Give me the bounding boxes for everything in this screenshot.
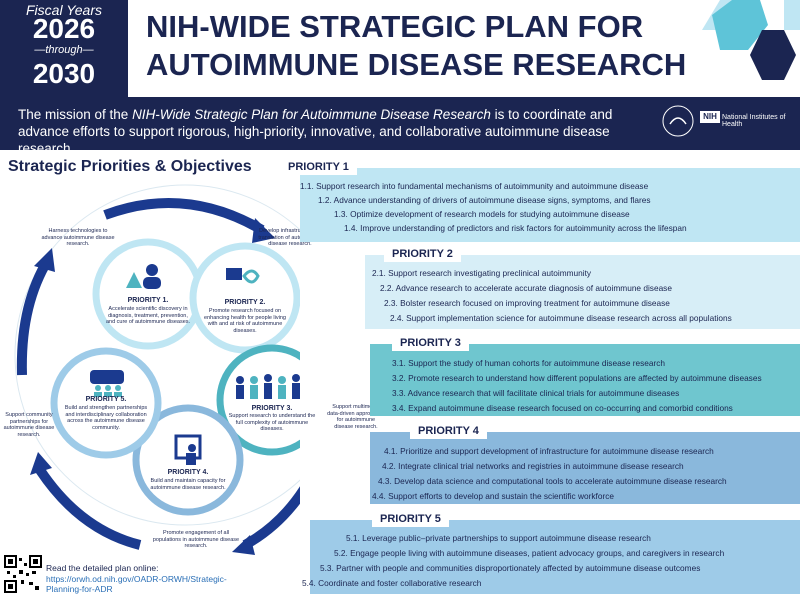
objective-2-1: 2.1. Support research investigating prec… <box>372 268 592 278</box>
nih-logo: NIH <box>700 111 720 123</box>
fiscal-year-start: 2026 <box>32 13 96 44</box>
objective-1-1: 1.1. Support research into fundamental m… <box>300 181 649 191</box>
priority-4-band <box>370 432 800 504</box>
objective-3-2: 3.2. Promote research to understand how … <box>392 373 762 383</box>
fiscal-years-through: —through— <box>34 44 94 56</box>
qr-code-icon <box>4 555 42 593</box>
circle-priority-4-label: PRIORITY 4. <box>167 469 209 476</box>
outer-text-engagement: Promote engagement of all populations in… <box>152 530 240 549</box>
objective-1-3: 1.3. Optimize development of research mo… <box>334 209 630 219</box>
circle-priority-3-desc: Support research to understand the full … <box>228 413 316 432</box>
objective-4-2: 4.2. Integrate clinical trial networks a… <box>382 461 684 471</box>
collaboration-icon <box>90 370 124 397</box>
title-line-1: NIH-WIDE STRATEGIC PLAN FOR <box>146 9 644 44</box>
circle-priority-2-label: PRIORITY 2. <box>224 299 266 306</box>
mission-statement: The mission of the NIH-Wide Strategic Pl… <box>18 106 658 157</box>
scientist-icon <box>126 264 161 289</box>
hhs-seal-icon <box>662 105 694 137</box>
hexagon-decoration <box>702 0 800 80</box>
objective-5-3: 5.3. Partner with people and communities… <box>320 563 701 573</box>
section-title: Strategic Priorities & Objectives <box>8 158 252 175</box>
objective-1-2: 1.2. Advance understanding of drivers of… <box>318 195 651 205</box>
objective-3-1: 3.1. Support the study of human cohorts … <box>392 358 666 368</box>
objective-2-3: 2.3. Bolster research focused on improvi… <box>384 298 670 308</box>
objective-3-4: 3.4. Expand autoimmune disease research … <box>392 403 733 413</box>
title-line-2: AUTOIMMUNE DISEASE RESEARCH <box>146 47 687 82</box>
outer-text-data: Support multimodal data-driven approache… <box>327 404 385 430</box>
circle-priority-5-label: PRIORITY 5. <box>85 396 127 403</box>
priority-2-heading: PRIORITY 2 <box>384 246 461 262</box>
circle-priority-5-desc: Build and strengthen partnerships and in… <box>64 405 148 431</box>
presenter-icon <box>174 434 202 465</box>
objective-1-4: 1.4. Improve understanding of predictors… <box>344 223 687 233</box>
priority-1-band <box>300 168 800 242</box>
outer-text-infrastructure: Develop infrastructure for translation o… <box>258 228 322 247</box>
circle-priority-1-label: PRIORITY 1. <box>127 297 169 304</box>
fiscal-years-box: Fiscal Years 2026 —through— 2030 <box>0 0 128 97</box>
objective-3-3: 3.3. Advance research that will facilita… <box>392 388 680 398</box>
objective-4-3: 4.3. Develop data science and computatio… <box>378 476 727 486</box>
circle-priority-3-label: PRIORITY 3. <box>251 405 293 412</box>
priority-5-band <box>310 520 800 594</box>
health-icon <box>226 268 260 284</box>
nih-name: National Institutes of Health <box>722 114 786 128</box>
outer-text-community: Support community partnerships for autoi… <box>3 412 55 438</box>
circle-priority-2-desc: Promote research focused on enhancing he… <box>204 308 286 334</box>
objective-5-4: 5.4. Coordinate and foster collaborative… <box>302 578 482 588</box>
circle-priority-1-desc: Accelerate scientific discovery in diagn… <box>105 306 191 325</box>
page-title: NIH-WIDE STRATEGIC PLAN FOR AUTOIMMUNE D… <box>146 8 726 84</box>
fiscal-year-end: 2030 <box>32 58 96 89</box>
priority-5-heading: PRIORITY 5 <box>372 511 449 527</box>
plan-link[interactable]: https://orwh.od.nih.gov/OADR-ORWH/Strate… <box>46 574 227 594</box>
objective-2-4: 2.4. Support implementation science for … <box>390 313 732 323</box>
objective-5-2: 5.2. Engage people living with autoimmun… <box>334 548 725 558</box>
priority-4-heading: PRIORITY 4 <box>410 423 487 439</box>
mission-plan-name: NIH-Wide Strategic Plan for Autoimmune D… <box>132 107 491 122</box>
population-icon <box>236 374 300 399</box>
priority-1-heading: PRIORITY 1 <box>280 159 357 175</box>
priority-3-band <box>370 344 800 416</box>
objective-4-1: 4.1. Prioritize and support development … <box>384 446 714 456</box>
objective-2-2: 2.2. Advance research to accelerate accu… <box>380 283 672 293</box>
objective-5-1: 5.1. Leverage public–private partnership… <box>346 533 651 543</box>
read-online-label: Read the detailed plan online: <box>46 563 159 573</box>
outer-text-technologies: Harness technologies to advance autoimmu… <box>41 228 115 247</box>
mission-prefix: The mission of the <box>18 107 133 122</box>
circle-priority-4-desc: Build and maintain capacity for autoimmu… <box>150 478 226 491</box>
title-box: NIH-WIDE STRATEGIC PLAN FOR AUTOIMMUNE D… <box>128 0 800 97</box>
fiscal-years-label: Fiscal Years <box>26 2 102 18</box>
priority-2-band <box>365 255 800 329</box>
objective-4-4: 4.4. Support efforts to develop and sust… <box>372 491 614 501</box>
priority-3-heading: PRIORITY 3 <box>392 335 469 351</box>
mission-suffix: is to coordinate and advance efforts to … <box>18 107 613 156</box>
